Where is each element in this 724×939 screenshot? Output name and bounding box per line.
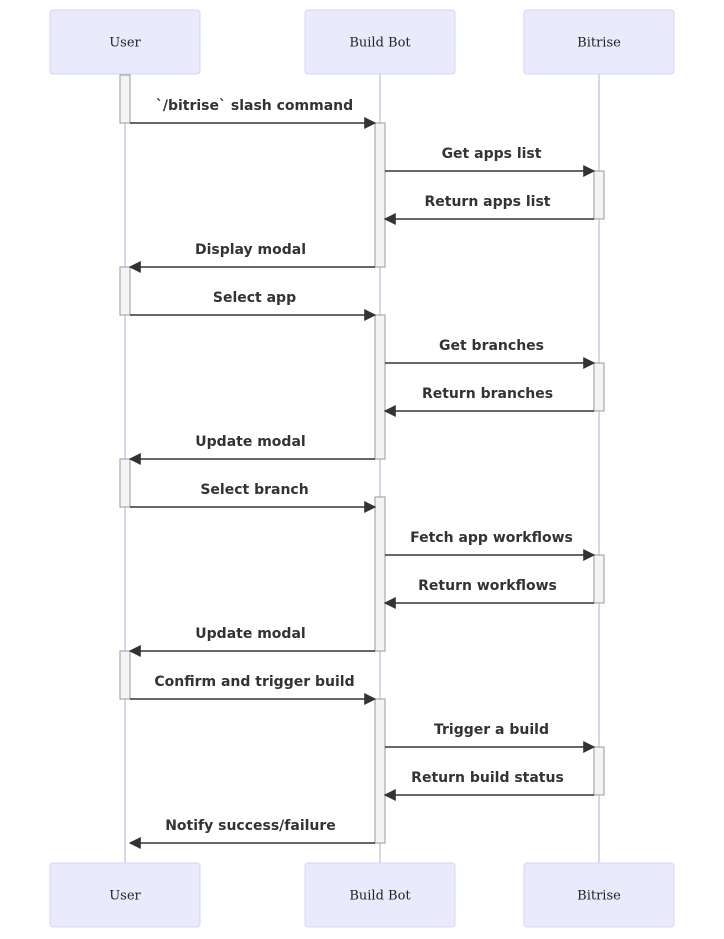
actor-label: Build Bot bbox=[349, 36, 411, 51]
message: Trigger a build bbox=[385, 722, 596, 753]
activation-bar-bitrise bbox=[593, 746, 605, 796]
actor-box bbox=[49, 9, 201, 75]
message: Update modal bbox=[128, 626, 375, 657]
actor-label: User bbox=[109, 889, 141, 904]
message: Get apps list bbox=[385, 146, 596, 177]
actor-box bbox=[523, 862, 675, 928]
actor-label: Build Bot bbox=[349, 889, 411, 904]
actor-label: User bbox=[109, 36, 141, 51]
activation-bar-user bbox=[119, 650, 131, 700]
message-label: Trigger a build bbox=[434, 722, 549, 738]
activation-bar-bitrise bbox=[593, 554, 605, 604]
actor-label: Bitrise bbox=[577, 36, 621, 51]
message: Display modal bbox=[128, 242, 375, 273]
message-label: Select branch bbox=[200, 482, 308, 498]
message-label: Fetch app workflows bbox=[410, 530, 573, 546]
message: `/bitrise` slash command bbox=[130, 98, 377, 129]
activation-bar-user bbox=[119, 74, 131, 124]
activation-bar-user bbox=[119, 458, 131, 508]
message-label: Return build status bbox=[411, 770, 564, 786]
activation-bar-bot bbox=[374, 698, 386, 844]
actor-bitrise-top: Bitrise bbox=[523, 9, 675, 75]
message-label: Return apps list bbox=[425, 194, 551, 210]
message: Notify success/failure bbox=[128, 818, 375, 849]
actor-user-bottom: User bbox=[49, 862, 201, 928]
actor-bot-bottom: Build Bot bbox=[304, 862, 456, 928]
message-label: Update modal bbox=[195, 626, 305, 642]
message-label: `/bitrise` slash command bbox=[156, 98, 353, 114]
message: Confirm and trigger build bbox=[130, 674, 377, 705]
message: Return build status bbox=[383, 770, 594, 801]
message: Return workflows bbox=[383, 578, 594, 609]
message-label: Notify success/failure bbox=[165, 818, 336, 834]
message-label: Confirm and trigger build bbox=[154, 674, 354, 690]
message: Return branches bbox=[383, 386, 594, 417]
message-label: Select app bbox=[213, 290, 296, 306]
message: Select app bbox=[130, 290, 377, 321]
message: Select branch bbox=[130, 482, 377, 513]
actor-box bbox=[523, 9, 675, 75]
message-label: Get branches bbox=[439, 338, 544, 354]
activation-bar-bot bbox=[374, 122, 386, 268]
activation-bar-bot bbox=[374, 314, 386, 460]
actor-box bbox=[304, 9, 456, 75]
actor-bot-top: Build Bot bbox=[304, 9, 456, 75]
message: Get branches bbox=[385, 338, 596, 369]
message-label: Display modal bbox=[195, 242, 306, 258]
actor-box bbox=[49, 862, 201, 928]
actor-label: Bitrise bbox=[577, 889, 621, 904]
activation-bar-user bbox=[119, 266, 131, 316]
message: Fetch app workflows bbox=[385, 530, 596, 561]
actor-bitrise-bottom: Bitrise bbox=[523, 862, 675, 928]
message-label: Return workflows bbox=[418, 578, 557, 594]
actor-user-top: User bbox=[49, 9, 201, 75]
actor-box bbox=[304, 862, 456, 928]
message-label: Update modal bbox=[195, 434, 305, 450]
activation-bar-bitrise bbox=[593, 362, 605, 412]
message: Return apps list bbox=[383, 194, 594, 225]
message-label: Get apps list bbox=[442, 146, 542, 162]
activation-bar-bitrise bbox=[593, 170, 605, 220]
message: Update modal bbox=[128, 434, 375, 465]
message-label: Return branches bbox=[422, 386, 553, 402]
activation-bar-bot bbox=[374, 496, 386, 652]
